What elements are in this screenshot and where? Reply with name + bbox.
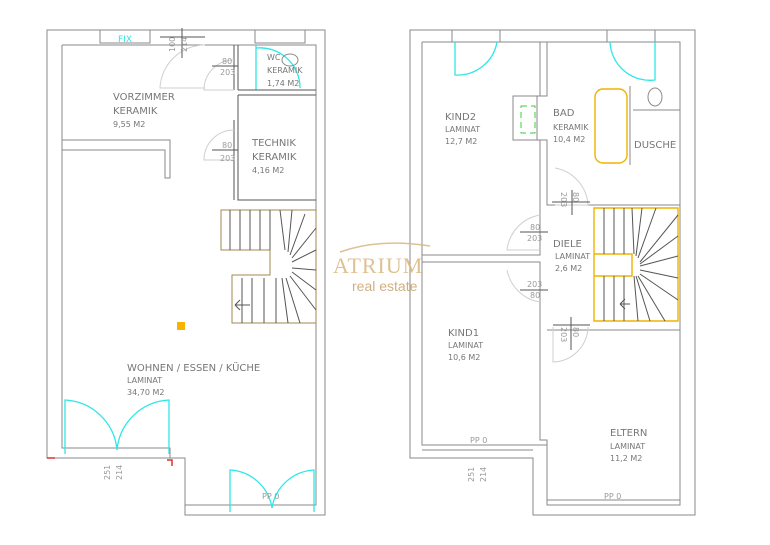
terrace-door [64, 399, 170, 454]
room-floor: LAMINAT [127, 376, 162, 385]
bad-door [552, 190, 590, 215]
kind2-door-swing [506, 214, 541, 251]
shaft [520, 105, 536, 134]
room-area: 11,2 M2 [610, 454, 642, 463]
kind2-window-swing [454, 41, 498, 76]
outer-wall [409, 29, 696, 516]
room-vorzimmer: VORZIMMER KERAMIK 9,55 M2 [113, 92, 175, 129]
room-name: VORZIMMER [113, 92, 175, 103]
room-area: 34,70 M2 [127, 388, 164, 397]
wc-door-width: 80 [222, 57, 232, 66]
bad-window-swing [609, 41, 656, 81]
window-bad [606, 29, 656, 43]
terrace-door-width: 251 [103, 465, 112, 480]
room-name: WC [267, 53, 281, 62]
room-kind2: KIND2 LAMINAT 12,7 M2 [445, 112, 480, 146]
room-floor: KERAMIK [267, 66, 303, 75]
room-name: BAD [553, 108, 575, 119]
bad-door-height: 203 [559, 192, 568, 207]
room-floor: LAMINAT [610, 442, 645, 451]
eltern-door-swing [552, 326, 589, 363]
room-name: KIND1 [448, 328, 479, 339]
window-height: 214 [479, 467, 488, 482]
kind1-door-height: 203 [527, 280, 542, 289]
terrace-door-height: 214 [115, 465, 124, 480]
wc-door-height: 203 [220, 68, 235, 77]
vorzimmer-divider [62, 139, 171, 179]
room-bad: BAD KERAMIK 10,4 M2 [553, 108, 589, 144]
room-floor: LAMINAT [448, 341, 483, 350]
eltern-pp-label: PP 0 [604, 492, 621, 501]
atrium-logo: ATRIUM real estate [333, 242, 431, 294]
logo-name: ATRIUM [333, 253, 423, 278]
logo-swoosh [339, 242, 431, 253]
entry-door-height: 214 [180, 37, 189, 52]
room-kind1: KIND1 LAMINAT 10,6 M2 [448, 328, 483, 362]
room-area: 4,16 M2 [252, 166, 284, 175]
window-fix [99, 29, 151, 44]
window-kind2 [451, 29, 501, 43]
staircase-ground [220, 209, 317, 324]
room-name: DIELE [553, 239, 582, 250]
room-area: 1,74 M2 [267, 79, 299, 88]
room-area: 12,7 M2 [445, 137, 477, 146]
window-sills [422, 449, 680, 501]
room-wohnen: WOHNEN / ESSEN / KÜCHE LAMINAT 34,70 M2 [127, 361, 260, 397]
room-diele: DIELE LAMINAT 2,6 M2 [553, 239, 590, 273]
technik-door-swing [203, 129, 235, 161]
ground-pp-label: PP 0 [262, 492, 279, 501]
kind1-door-width: 80 [530, 291, 540, 300]
toilet-icon [281, 53, 299, 67]
room-technik: TECHNIK KERAMIK 4,16 M2 [251, 138, 297, 175]
room-floor: KERAMIK [252, 152, 297, 163]
eltern-door [553, 317, 590, 350]
ground-floor-plan: FIX 100 214 80 203 80 203 251 214 PP 0 [46, 28, 326, 516]
entry-door [160, 28, 205, 58]
toilet-icon [647, 87, 663, 107]
bad-door-width: 80 [571, 192, 580, 202]
room-floor: LAMINAT [555, 252, 590, 261]
garden-door [229, 469, 315, 512]
room-name: TECHNIK [251, 138, 296, 149]
room-eltern: ELTERN LAMINAT 11,2 M2 [610, 428, 647, 463]
eltern-door-width: 80 [571, 327, 580, 337]
room-name: KIND2 [445, 112, 476, 123]
kind2-door-height: 203 [527, 234, 542, 243]
window-fix-label: FIX [118, 35, 132, 45]
room-floor: KERAMIK [113, 106, 158, 117]
room-area: 10,6 M2 [448, 353, 480, 362]
shower-partition [629, 86, 680, 165]
kind1-door-swing [506, 269, 541, 303]
wc-window-swing [255, 45, 301, 90]
window-width: 251 [467, 467, 476, 482]
kind1-pp-label: PP 0 [470, 436, 487, 445]
bathtub-icon [594, 88, 628, 164]
staircase-upper [593, 207, 679, 322]
bad-door-swing [554, 167, 589, 206]
room-dusche: DUSCHE [634, 140, 676, 151]
technik-door-width: 80 [222, 141, 232, 150]
room-area: 10,4 M2 [553, 135, 585, 144]
inner-wall [421, 41, 681, 506]
window-wc [254, 29, 306, 44]
room-area: 2,6 M2 [555, 264, 582, 273]
room-floor: LAMINAT [445, 125, 480, 134]
red-marks [47, 457, 173, 466]
room-wc: WC KERAMIK 1,74 M2 [267, 53, 303, 88]
wc-door-swing [203, 59, 235, 91]
kind2-door-width: 80 [530, 223, 540, 232]
room-name: ELTERN [610, 428, 647, 439]
outer-wall [46, 29, 326, 516]
marker-square [177, 322, 185, 330]
room-area: 9,55 M2 [113, 120, 145, 129]
eltern-door-height: 203 [559, 327, 568, 342]
entry-door-width: 100 [168, 37, 177, 52]
room-name: WOHNEN / ESSEN / KÜCHE [127, 361, 260, 374]
technik-door-height: 203 [220, 154, 235, 163]
inner-wall [61, 44, 317, 506]
entry-door-swing [159, 44, 206, 89]
logo-tagline: real estate [352, 278, 418, 294]
upper-floor-plan: 203 80 80 203 203 80 203 80 251 214 PP 0… [409, 29, 696, 516]
room-floor: KERAMIK [553, 123, 589, 132]
